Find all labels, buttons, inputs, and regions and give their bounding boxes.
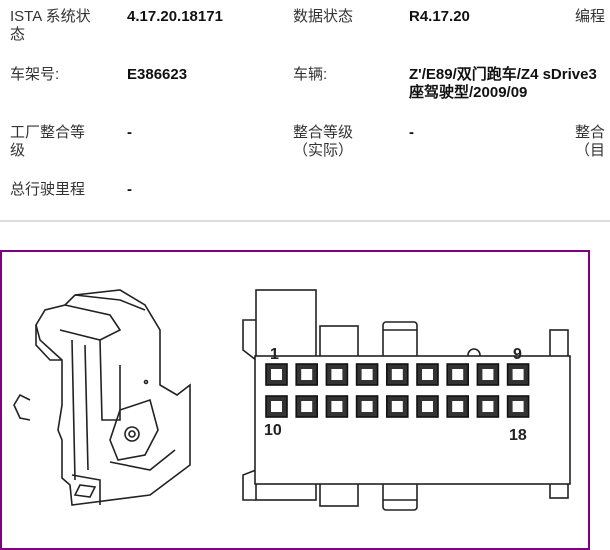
vin-value: E386623: [127, 66, 188, 83]
pin-socket: [331, 369, 343, 380]
ista-status-value: 4.17.20.18171: [127, 8, 223, 25]
mileage-value: -: [127, 181, 132, 198]
connector-face: 1 9 10 18: [242, 289, 571, 511]
connector-3d-icon: [13, 289, 191, 506]
pin-socket: [301, 369, 313, 380]
vin-label: 车架号:: [10, 66, 60, 83]
pin-socket: [452, 369, 464, 380]
pin-socket: [512, 369, 524, 380]
pin-label-18: 18: [509, 427, 527, 444]
programming-label: 编程: [575, 8, 606, 25]
pin-socket: [271, 401, 282, 412]
pin-grid: [265, 363, 530, 418]
pin-socket: [331, 401, 343, 412]
pin-socket: [361, 369, 373, 380]
vehicle-info-panel: ISTA 系统状态 4.17.20.18171 数据状态 R4.17.20 编程…: [0, 0, 610, 222]
pin-socket: [271, 369, 282, 380]
pin-socket: [301, 401, 313, 412]
pin-socket: [482, 401, 494, 412]
actual-integration-label: 整合等级（实际）: [293, 124, 354, 159]
pin-socket: [361, 401, 373, 412]
pin-socket: [391, 401, 403, 412]
data-status-label: 数据状态: [293, 8, 354, 25]
pin-socket: [391, 369, 403, 380]
pin-label-1: 1: [270, 346, 279, 363]
factory-integration-label: 工厂整合等级: [10, 124, 86, 159]
pin-socket: [512, 401, 524, 412]
pin-socket: [422, 401, 433, 412]
actual-integration-value: -: [409, 124, 414, 141]
pin-label-10: 10: [264, 422, 282, 439]
pin-label-9: 9: [513, 346, 522, 363]
factory-integration-value: -: [127, 124, 132, 141]
pin-socket: [422, 369, 433, 380]
mileage-label: 总行驶里程: [10, 181, 86, 198]
data-status-value: R4.17.20: [409, 8, 470, 25]
ista-status-label: ISTA 系统状态: [10, 8, 91, 43]
pin-socket: [452, 401, 464, 412]
target-integration-label: 整合（目: [575, 124, 606, 159]
vehicle-label: 车辆:: [293, 66, 328, 83]
pin-socket: [482, 369, 494, 380]
